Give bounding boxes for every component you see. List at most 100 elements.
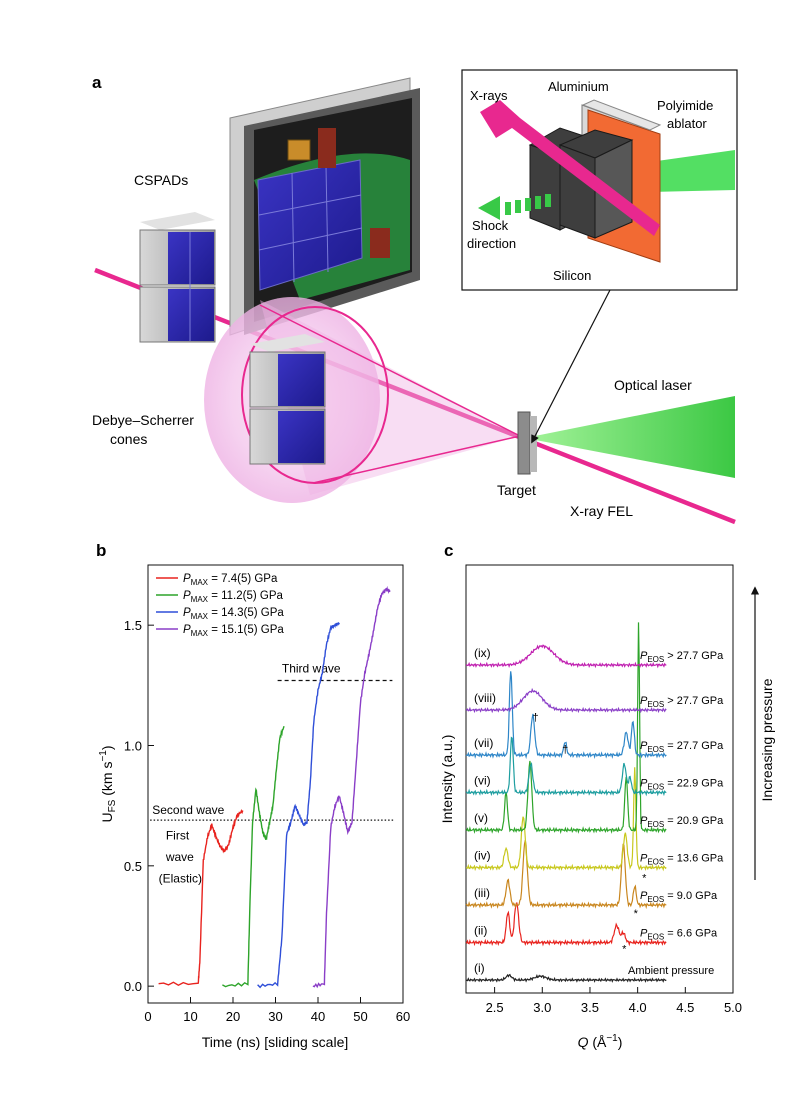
first-wave-label: wave xyxy=(165,850,194,864)
diffraction-pattern-3 xyxy=(465,839,667,910)
pressure-label: PEOS = 20.9 GPa xyxy=(640,815,724,829)
second-wave-label: Second wave xyxy=(152,803,224,817)
legend-label-3: PMAX = 14.3(5) GPa xyxy=(183,607,284,621)
pattern-index-label: (ii) xyxy=(474,924,487,938)
inset-aluminium-label: Aluminium xyxy=(548,79,609,94)
legend-label-1: PMAX = 7.4(5) GPa xyxy=(183,573,278,587)
pressure-label: PEOS = 27.7 GPa xyxy=(640,740,724,754)
target-label: Target xyxy=(497,482,536,498)
pressure-label: PEOS = 6.6 GPa xyxy=(640,928,718,942)
pattern-index-label: (vii) xyxy=(474,736,493,750)
series-line-4 xyxy=(312,585,391,989)
plot-c-xlabel: Q (Å−1) xyxy=(578,1033,623,1050)
diffraction-pattern-5 xyxy=(465,622,667,835)
inset-polyimide-label: Polyimide xyxy=(657,98,713,113)
inset-xrays-label: X-rays xyxy=(470,88,508,103)
pressure-label: PEOS = 13.6 GPa xyxy=(640,853,724,867)
pressure-label: PEOS = 9.0 GPa xyxy=(640,890,718,904)
x-tick-label: 10 xyxy=(183,1009,197,1024)
y-tick-label: 0.0 xyxy=(124,979,142,994)
x-tick-label: 20 xyxy=(226,1009,240,1024)
first-wave-label: First xyxy=(166,828,190,842)
pattern-index-label: (ix) xyxy=(474,646,491,660)
inset-direction-label: direction xyxy=(467,236,516,251)
increasing-pressure-label: Increasing pressure xyxy=(759,678,775,801)
x-tick-label: 4.0 xyxy=(629,1000,647,1015)
plot-b-series xyxy=(158,585,391,989)
pressure-label: PEOS > 27.7 GPa xyxy=(640,650,724,664)
x-tick-label: 40 xyxy=(311,1009,325,1024)
optical-laser-label: Optical laser xyxy=(614,377,692,393)
debye-label: Debye–Scherrer xyxy=(92,412,194,428)
pattern-index-label: (i) xyxy=(474,961,485,975)
pressure-label: PEOS > 27.7 GPa xyxy=(640,695,724,709)
cone-edge-line xyxy=(259,304,521,437)
x-tick-label: 4.5 xyxy=(676,1000,694,1015)
third-wave-label: Third wave xyxy=(282,662,341,676)
x-tick-label: 3.5 xyxy=(581,1000,599,1015)
panel-b-label: b xyxy=(96,541,106,560)
diffraction-pattern-1 xyxy=(465,973,667,983)
plot-b-ylabel: UFS (km s−1) xyxy=(98,745,118,822)
diffraction-pattern-9 xyxy=(466,644,667,669)
pattern-index-label: (iv) xyxy=(474,849,491,863)
panel-c: c 2.5 3.0 3.5 4.0 4.5 5.0 (i) Ambient pressure… xyxy=(439,541,775,1050)
pattern-index-label: (v) xyxy=(474,811,488,825)
plot-b-xlabel: Time (ns) [sliding scale] xyxy=(202,1034,349,1050)
panel-a-label: a xyxy=(92,73,102,92)
y-tick-label: 1.0 xyxy=(124,738,142,753)
x-tick-label: 3.0 xyxy=(533,1000,551,1015)
plot-c-ticks: 2.5 3.0 3.5 4.0 4.5 5.0 xyxy=(486,987,742,1015)
diffraction-pattern-4 xyxy=(465,767,667,872)
y-tick-label: 0.5 xyxy=(124,859,142,874)
xray-fel-label: X-ray FEL xyxy=(570,503,633,519)
plot-c-series xyxy=(465,622,667,983)
x-tick-label: 5.0 xyxy=(724,1000,742,1015)
target-icon xyxy=(517,411,537,475)
x-tick-label: 2.5 xyxy=(486,1000,504,1015)
diffraction-pattern-8 xyxy=(465,687,667,714)
small-detector-icon xyxy=(139,212,216,343)
diffraction-pattern-7 xyxy=(465,671,667,760)
inset-diagram: X-rays Aluminium Polyimide ablator Shock… xyxy=(461,69,738,291)
inset-silicon-label: Silicon xyxy=(553,268,591,283)
inset-pointer-arrow xyxy=(531,289,611,444)
dagger-mark: † xyxy=(562,744,568,756)
pattern-index-label: (vi) xyxy=(474,774,491,788)
pattern-index-label: (viii) xyxy=(474,691,496,705)
panel-a: a xyxy=(92,69,738,525)
optical-laser-shape xyxy=(525,396,735,478)
pressure-label: PEOS = 22.9 GPa xyxy=(640,778,724,792)
diffraction-pattern-6 xyxy=(465,736,667,797)
inset-ablator-label: ablator xyxy=(667,116,707,131)
large-detector-icon xyxy=(229,77,420,336)
legend-label-2: PMAX = 11.2(5) GPa xyxy=(183,590,284,604)
x-tick-label: 60 xyxy=(396,1009,410,1024)
x-tick-label: 30 xyxy=(268,1009,282,1024)
series-line-3 xyxy=(257,621,340,989)
pressure-label: Ambient pressure xyxy=(628,965,714,977)
asterisk-mark: * xyxy=(634,908,639,920)
panel-c-label: c xyxy=(444,541,453,560)
dagger-mark: † xyxy=(533,712,539,724)
inset-shock-label: Shock xyxy=(472,218,509,233)
asterisk-mark: * xyxy=(642,873,647,885)
plot-c-ylabel: Intensity (a.u.) xyxy=(439,735,455,824)
front-detector-icon xyxy=(249,334,326,465)
legend-label-4: PMAX = 15.1(5) GPa xyxy=(183,624,284,638)
diffraction-pattern-2 xyxy=(465,902,667,947)
plot-c-labels: (i) Ambient pressure (ii) PEOS = 6.6 GPa (ii… xyxy=(474,646,724,977)
plot-c-frame xyxy=(465,564,734,994)
asterisk-mark: * xyxy=(622,944,627,956)
debye-label-2: cones xyxy=(110,431,147,447)
y-tick-label: 1.5 xyxy=(124,618,142,633)
first-wave-label: (Elastic) xyxy=(159,872,202,886)
cspads-label: CSPADs xyxy=(134,172,188,188)
x-tick-label: 50 xyxy=(353,1009,367,1024)
pattern-index-label: (iii) xyxy=(474,886,490,900)
